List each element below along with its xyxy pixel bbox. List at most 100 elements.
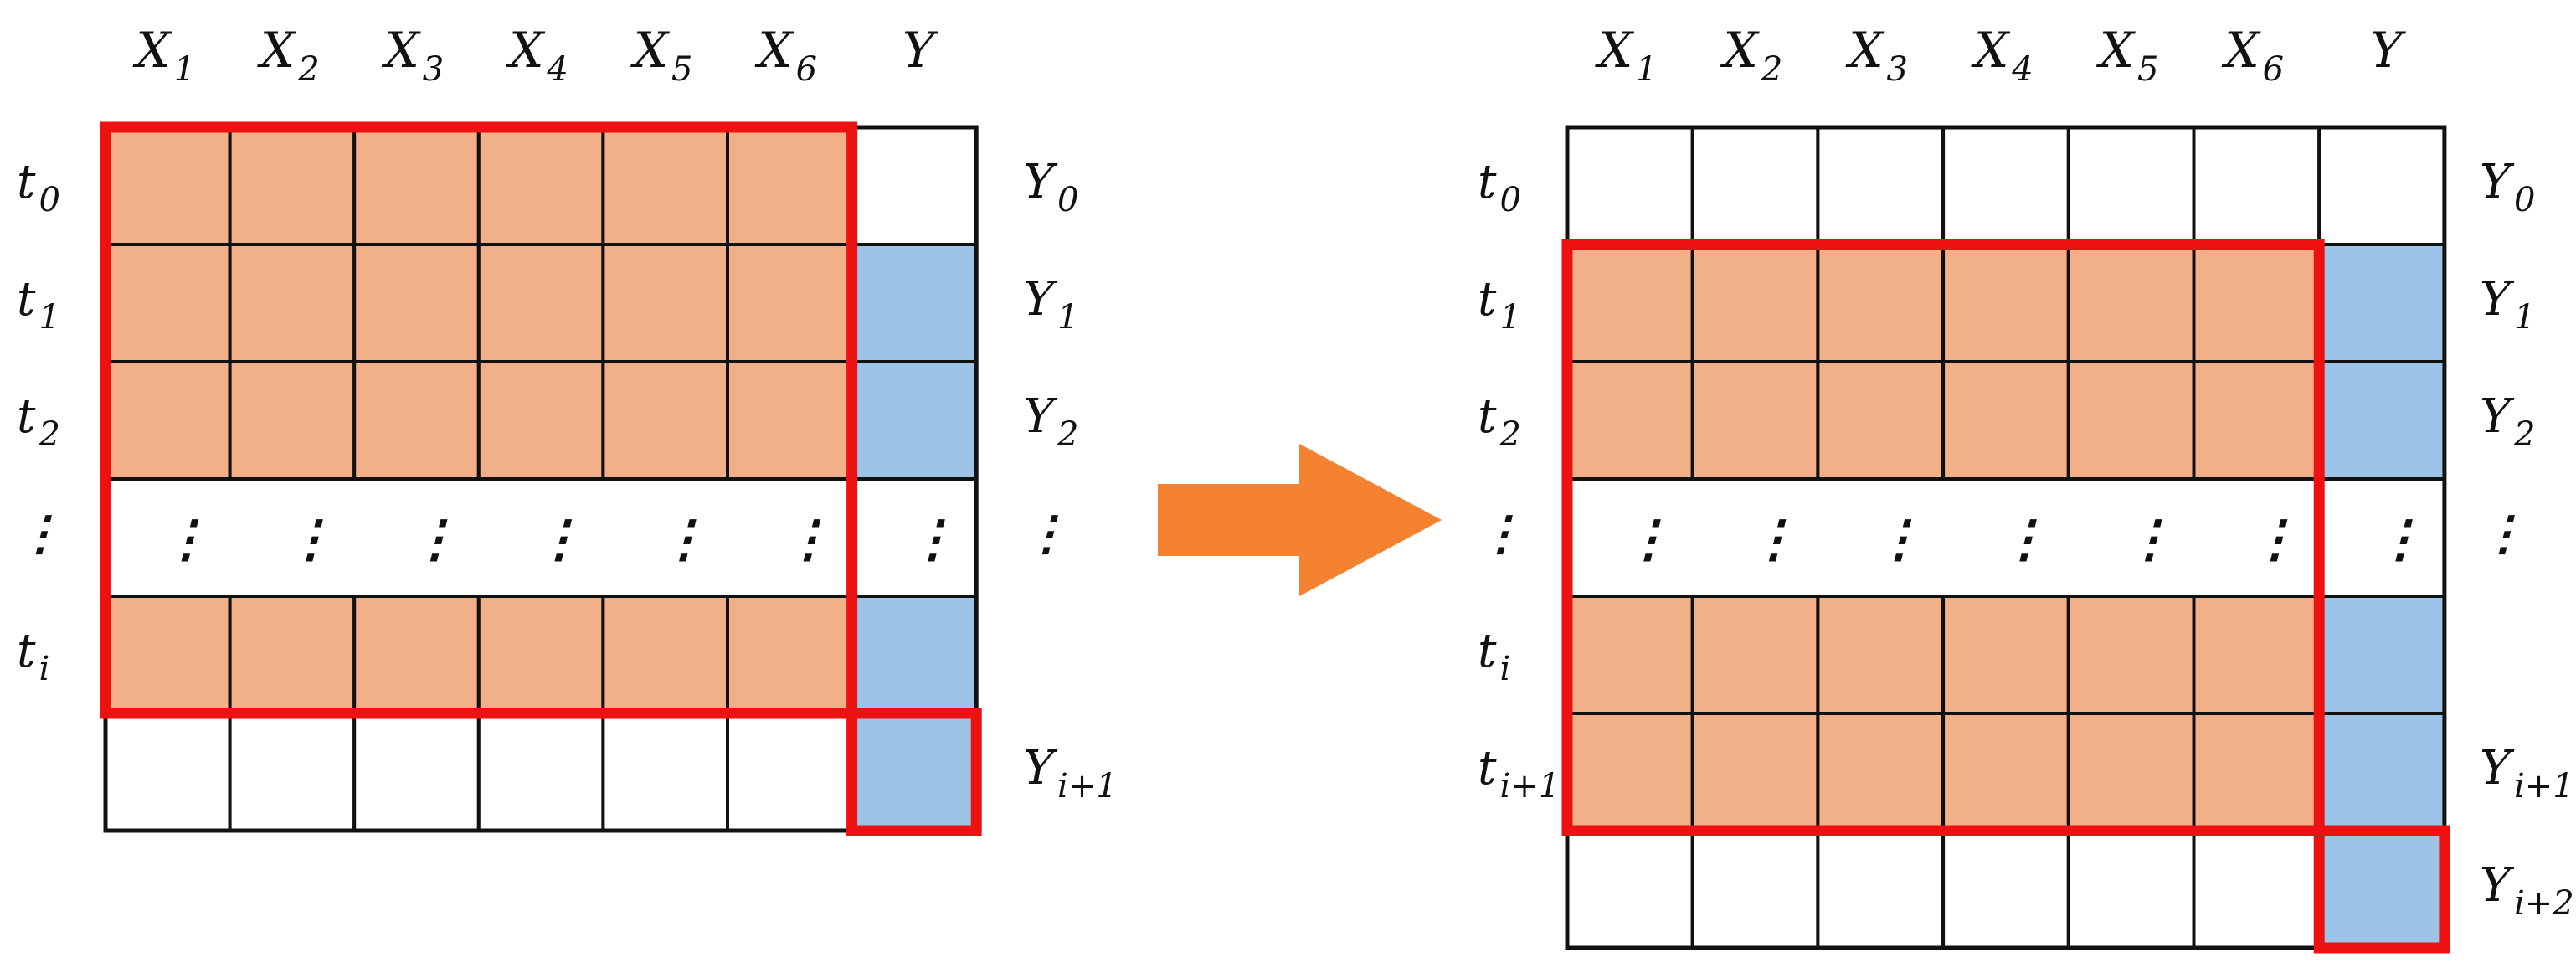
feature-cell (352, 243, 481, 363)
target-cell (850, 243, 979, 363)
ellipsis-dots: ⋮ (659, 510, 709, 569)
target-cell (2317, 126, 2446, 246)
feature-cell (2066, 126, 2196, 246)
ellipsis-dots: ⋮ (285, 510, 336, 569)
feature-cell (104, 243, 232, 363)
feature-cell (1941, 712, 2070, 832)
feature-cell (2066, 243, 2196, 363)
target-outline (2313, 825, 2450, 954)
feature-cell (726, 126, 854, 246)
target-cell (850, 126, 979, 246)
feature-cell (2192, 360, 2321, 481)
feature-cell (1690, 595, 1820, 715)
target-cell (2317, 595, 2446, 715)
feature-cell (1566, 595, 1694, 715)
feature-cell (1941, 243, 2070, 363)
feature-cell (1566, 243, 1694, 363)
feature-cell (2192, 595, 2321, 715)
feature-cell (476, 243, 605, 363)
ellipsis-dots: ⋮ (2125, 510, 2175, 569)
feature-cell (1816, 243, 1946, 363)
ellipsis-dots: ⋮ (2250, 510, 2300, 569)
ellipsis-dots: ⋮ (783, 510, 833, 569)
feature-cell (2066, 829, 2196, 950)
feature-cell (228, 126, 357, 246)
feature-cell (601, 595, 730, 715)
feature-cell (1690, 829, 1820, 950)
feature-cell (1690, 126, 1820, 246)
target-cell (2317, 712, 2446, 832)
target-cell (850, 360, 979, 481)
feature-cell (2066, 712, 2196, 832)
feature-cell (228, 712, 357, 832)
feature-cell (601, 243, 730, 363)
feature-cell (2192, 712, 2321, 832)
feature-cell (1816, 595, 1946, 715)
feature-cell (104, 712, 232, 832)
ellipsis-dots: ⋮ (1623, 510, 1674, 569)
feature-cell (1816, 829, 1946, 950)
feature-cell (1941, 595, 2070, 715)
ellipsis-dots: ⋮ (410, 510, 460, 569)
feature-cell (1690, 243, 1820, 363)
feature-cell (726, 360, 854, 481)
feature-cell (2192, 829, 2321, 950)
feature-cell (476, 126, 605, 246)
feature-cell (352, 126, 481, 246)
ellipsis-dots: ⋮ (161, 510, 211, 569)
target-cell (2317, 360, 2446, 481)
feature-cell (726, 243, 854, 363)
feature-cell (601, 126, 730, 246)
column-header-y: Y (902, 22, 938, 79)
target-cell (850, 595, 979, 715)
row-label-y: ⋮ (1023, 506, 1070, 561)
right-arrow-icon (1158, 444, 1442, 596)
ellipsis-dots: ⋮ (1749, 510, 1799, 569)
feature-cell (1941, 126, 2070, 246)
feature-cell (726, 712, 854, 832)
feature-cell (1941, 360, 2070, 481)
target-cell (2317, 243, 2446, 363)
feature-cell (228, 360, 357, 481)
feature-cell (476, 595, 605, 715)
ellipsis-dots: ⋮ (2375, 510, 2425, 569)
feature-cell (1566, 712, 1694, 832)
row-label-y: ⋮ (2480, 506, 2527, 561)
feature-cell (352, 360, 481, 481)
feature-cell (601, 712, 730, 832)
row-label-t: ⋮ (1478, 506, 1525, 561)
ellipsis-dots: ⋮ (908, 510, 958, 569)
feature-cell (476, 712, 605, 832)
feature-cell (2192, 243, 2321, 363)
feature-cell (2066, 360, 2196, 481)
feature-cell (1816, 712, 1946, 832)
feature-cell (1816, 360, 1946, 481)
